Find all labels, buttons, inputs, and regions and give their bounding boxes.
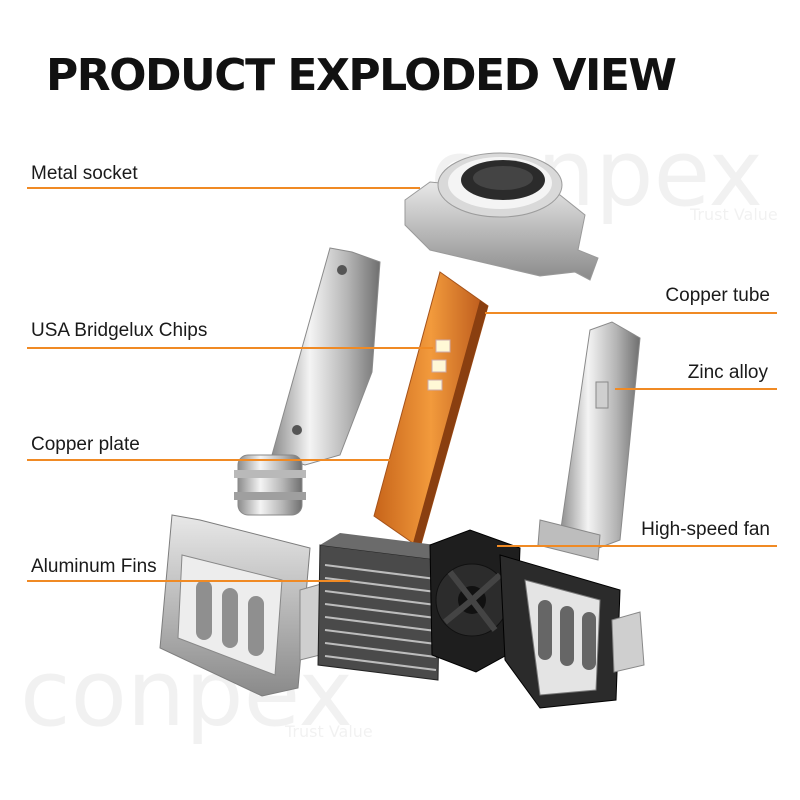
left-bulb-part xyxy=(159,247,381,697)
label-copper-tube: Copper tube xyxy=(665,285,770,306)
right-bulb-part xyxy=(499,321,645,709)
label-metal-socket: Metal socket xyxy=(31,163,138,184)
watermark-tagline-top: Trust Value xyxy=(690,205,778,224)
zinc-alloy-leader xyxy=(615,388,777,390)
copper-plate-part xyxy=(373,271,489,549)
label-bridgelux-chips: USA Bridgelux Chips xyxy=(31,320,208,341)
label-aluminum-fins: Aluminum Fins xyxy=(31,556,157,577)
metal-socket-leader xyxy=(27,187,420,189)
label-zinc-alloy: Zinc alloy xyxy=(687,362,768,383)
watermark-tagline-bottom: Trust Value xyxy=(285,722,373,741)
high-speed-fan-part xyxy=(429,529,521,673)
high-speed-fan-leader xyxy=(497,545,777,547)
copper-plate-leader xyxy=(27,459,390,461)
aluminum-fins-part xyxy=(317,533,460,681)
aluminum-fins-leader xyxy=(27,580,350,582)
metal-socket-part xyxy=(404,152,599,281)
page-title: PRODUCT EXPLODED VIEW xyxy=(46,50,677,101)
label-copper-plate: Copper plate xyxy=(31,434,140,455)
label-high-speed-fan: High-speed fan xyxy=(641,519,770,540)
copper-tube-leader xyxy=(485,312,777,314)
bridgelux-chips-leader xyxy=(27,347,433,349)
